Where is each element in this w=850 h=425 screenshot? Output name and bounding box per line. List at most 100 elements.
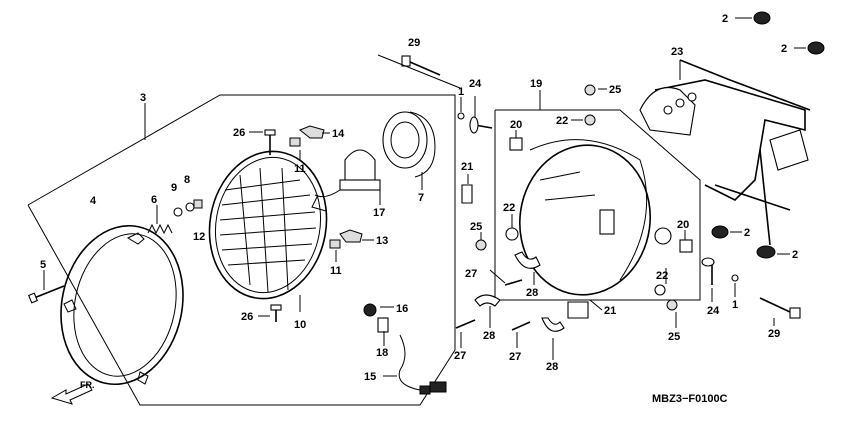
screw-27-a — [504, 279, 523, 286]
callout-26-top: 26 — [233, 127, 245, 139]
bulb-17 — [311, 149, 381, 212]
callout-4: 4 — [90, 195, 97, 207]
screw-25-c — [666, 299, 678, 311]
washer-8 — [185, 202, 195, 212]
collar-24-left — [469, 116, 493, 134]
collar-24-right — [701, 257, 715, 285]
callout-17: 17 — [373, 207, 385, 219]
callout-2-c: 2 — [744, 227, 750, 239]
callout-20-right: 20 — [677, 219, 689, 231]
group-frame-left — [27, 94, 456, 406]
callout-2-d: 2 — [792, 249, 798, 261]
front-arrow-icon: FR. — [50, 380, 95, 405]
callout-22-right: 22 — [656, 270, 668, 282]
callout-1-left: 1 — [458, 86, 464, 98]
callout-10: 10 — [294, 319, 306, 331]
callout-25-left: 25 — [470, 221, 482, 233]
callout-7: 7 — [418, 192, 424, 204]
callout-21-left: 21 — [461, 161, 473, 173]
callout-20-top: 20 — [510, 119, 522, 131]
callout-15: 15 — [364, 371, 376, 383]
diagram-code: MBZ3−F0100C — [652, 393, 728, 405]
socket-18 — [377, 317, 389, 333]
callout-5: 5 — [40, 259, 46, 271]
callout-19: 19 — [530, 78, 542, 90]
callout-27-b: 27 — [454, 350, 466, 362]
callout-13: 13 — [376, 235, 388, 247]
callout-29-right: 29 — [768, 328, 780, 340]
socket-cover-7 — [382, 111, 436, 178]
callout-27-a: 27 — [465, 268, 477, 280]
callout-1-right: 1 — [732, 299, 738, 311]
bolt-29-right — [759, 297, 801, 319]
screw-26-bottom — [270, 304, 282, 322]
clamp-28-a — [514, 251, 541, 269]
clip-14 — [299, 125, 325, 139]
callout-28-b: 28 — [483, 330, 495, 342]
callout-11-top: 11 — [294, 163, 306, 175]
screw-5 — [28, 285, 65, 304]
bracket-21-left — [461, 184, 473, 204]
callout-3: 3 — [140, 92, 146, 104]
callout-28-c: 28 — [546, 361, 558, 373]
headlight-stay-23 — [639, 59, 811, 246]
rim-ring — [60, 224, 184, 386]
callout-2-b: 2 — [781, 43, 787, 55]
callout-21-right: 21 — [604, 305, 616, 317]
callout-11-bottom: 11 — [330, 265, 342, 277]
callout-27-c: 27 — [509, 351, 521, 363]
clamp-28-b — [474, 294, 501, 307]
callout-26-bottom: 26 — [241, 311, 253, 323]
callout-22-top: 22 — [556, 115, 568, 127]
screw-26-top — [264, 129, 276, 155]
washer-1-right — [731, 274, 739, 282]
collar-20-bottom — [679, 239, 693, 253]
headlight-unit — [208, 150, 328, 300]
grommet-22-c — [654, 284, 666, 296]
spring-6 — [147, 223, 173, 235]
bracket-21-right — [567, 301, 589, 319]
callout-18: 18 — [376, 347, 388, 359]
callout-22-left: 22 — [503, 202, 515, 214]
callout-12: 12 — [193, 231, 205, 243]
wire-harness-15 — [398, 334, 447, 395]
callout-25-top: 25 — [609, 84, 621, 96]
front-direction-label: FR. — [80, 380, 95, 390]
callout-9: 9 — [171, 182, 177, 194]
callout-23: 23 — [671, 46, 683, 58]
washer-1-left — [457, 112, 465, 120]
nut-2-a — [753, 11, 771, 25]
callout-29-left: 29 — [408, 37, 420, 49]
callout-16: 16 — [396, 303, 408, 315]
group-frame-right — [494, 90, 701, 301]
clip-11-top — [289, 137, 301, 147]
collar-20-top — [509, 137, 523, 151]
clip-13 — [339, 229, 363, 243]
nut-2-c — [711, 225, 729, 239]
callout-25-right: 25 — [668, 331, 680, 343]
grommet-22-a — [584, 114, 596, 126]
nut-2-d — [756, 245, 776, 259]
screw-25-b — [475, 239, 487, 251]
callout-2-a: 2 — [722, 13, 728, 25]
clamp-28-c — [541, 317, 565, 332]
callout-14: 14 — [332, 128, 345, 140]
connector-16 — [363, 303, 377, 317]
clip-11-bottom — [329, 239, 341, 249]
callout-labels: 3 4 5 6 8 9 10 11 11 12 13 14 15 16 17 1… — [40, 13, 798, 383]
headlight-case-19 — [518, 139, 672, 296]
screw-25-a — [584, 84, 596, 96]
screw-27-c — [511, 321, 531, 331]
callout-8: 8 — [184, 174, 190, 186]
grommet-22-b — [505, 227, 519, 241]
callout-28-a: 28 — [526, 287, 538, 299]
callout-24-right: 24 — [707, 305, 720, 317]
screw-27-b — [455, 319, 476, 329]
leader-lines — [249, 17, 806, 377]
nut-2-b — [807, 41, 825, 55]
nut-9 — [173, 207, 183, 217]
nut-12 — [193, 199, 203, 209]
callout-6: 6 — [151, 194, 157, 206]
